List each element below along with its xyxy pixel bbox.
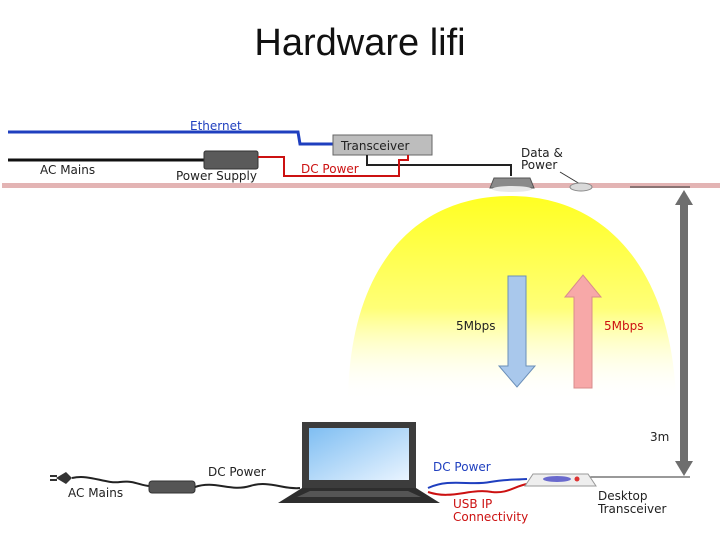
- power-supply-label: Power Supply: [176, 169, 257, 183]
- usb-label-line2: Connectivity: [453, 510, 528, 524]
- desktop-transceiver-led: [574, 476, 580, 482]
- transceiver-box: [332, 134, 433, 156]
- distance-arrow-top: [675, 190, 693, 205]
- downlink-arrow: [497, 275, 537, 388]
- laptop-screen: [309, 428, 409, 480]
- ac-mains-bottom-cable: [71, 476, 151, 487]
- distance-label: 3m: [650, 430, 669, 444]
- lamp-lens: [492, 186, 532, 192]
- data-power-label-line1: Data &: [521, 146, 563, 160]
- transceiver-to-lamp-cable: [366, 155, 512, 176]
- dc-power-desktop-label: DC Power: [433, 460, 491, 474]
- usb-label-line1: USB IP: [453, 497, 492, 511]
- transceiver-label: Transceiver: [340, 139, 410, 153]
- data-power-label-line2: Power: [521, 158, 557, 172]
- ceiling: [2, 183, 720, 188]
- downlink-rate-label: 5Mbps: [456, 319, 495, 333]
- dc-power-laptop-cable: [194, 483, 301, 490]
- data-power-pointer: [559, 171, 581, 185]
- dc-power-top-label: DC Power: [301, 162, 359, 176]
- desktop-transceiver-lens: [543, 476, 571, 482]
- ceiling-connector: [569, 182, 593, 192]
- desktop-transceiver-label-line1: Desktop: [598, 489, 648, 503]
- usb-cable: [427, 483, 528, 496]
- dc-power-top-cable: [258, 155, 409, 177]
- ethernet-cable: [8, 130, 333, 146]
- laptop-keyboard: [297, 491, 421, 497]
- slide-title: Hardware lifi: [254, 22, 466, 64]
- dc-power-desktop-cable: [427, 478, 528, 489]
- ethernet-label: Ethernet: [190, 119, 242, 133]
- uplink-arrow: [563, 274, 603, 389]
- ac-plug-icon: [56, 472, 72, 484]
- power-supply-box: [203, 150, 259, 170]
- laptop-power-brick: [148, 480, 196, 494]
- ac-mains-bottom-label: AC Mains: [68, 486, 123, 500]
- ac-mains-top-label: AC Mains: [40, 163, 95, 177]
- desktop-transceiver-label-line2: Transceiver: [597, 502, 667, 516]
- distance-arrow-bottom: [675, 461, 693, 476]
- dc-power-laptop-label: DC Power: [208, 465, 266, 479]
- uplink-rate-label: 5Mbps: [604, 319, 643, 333]
